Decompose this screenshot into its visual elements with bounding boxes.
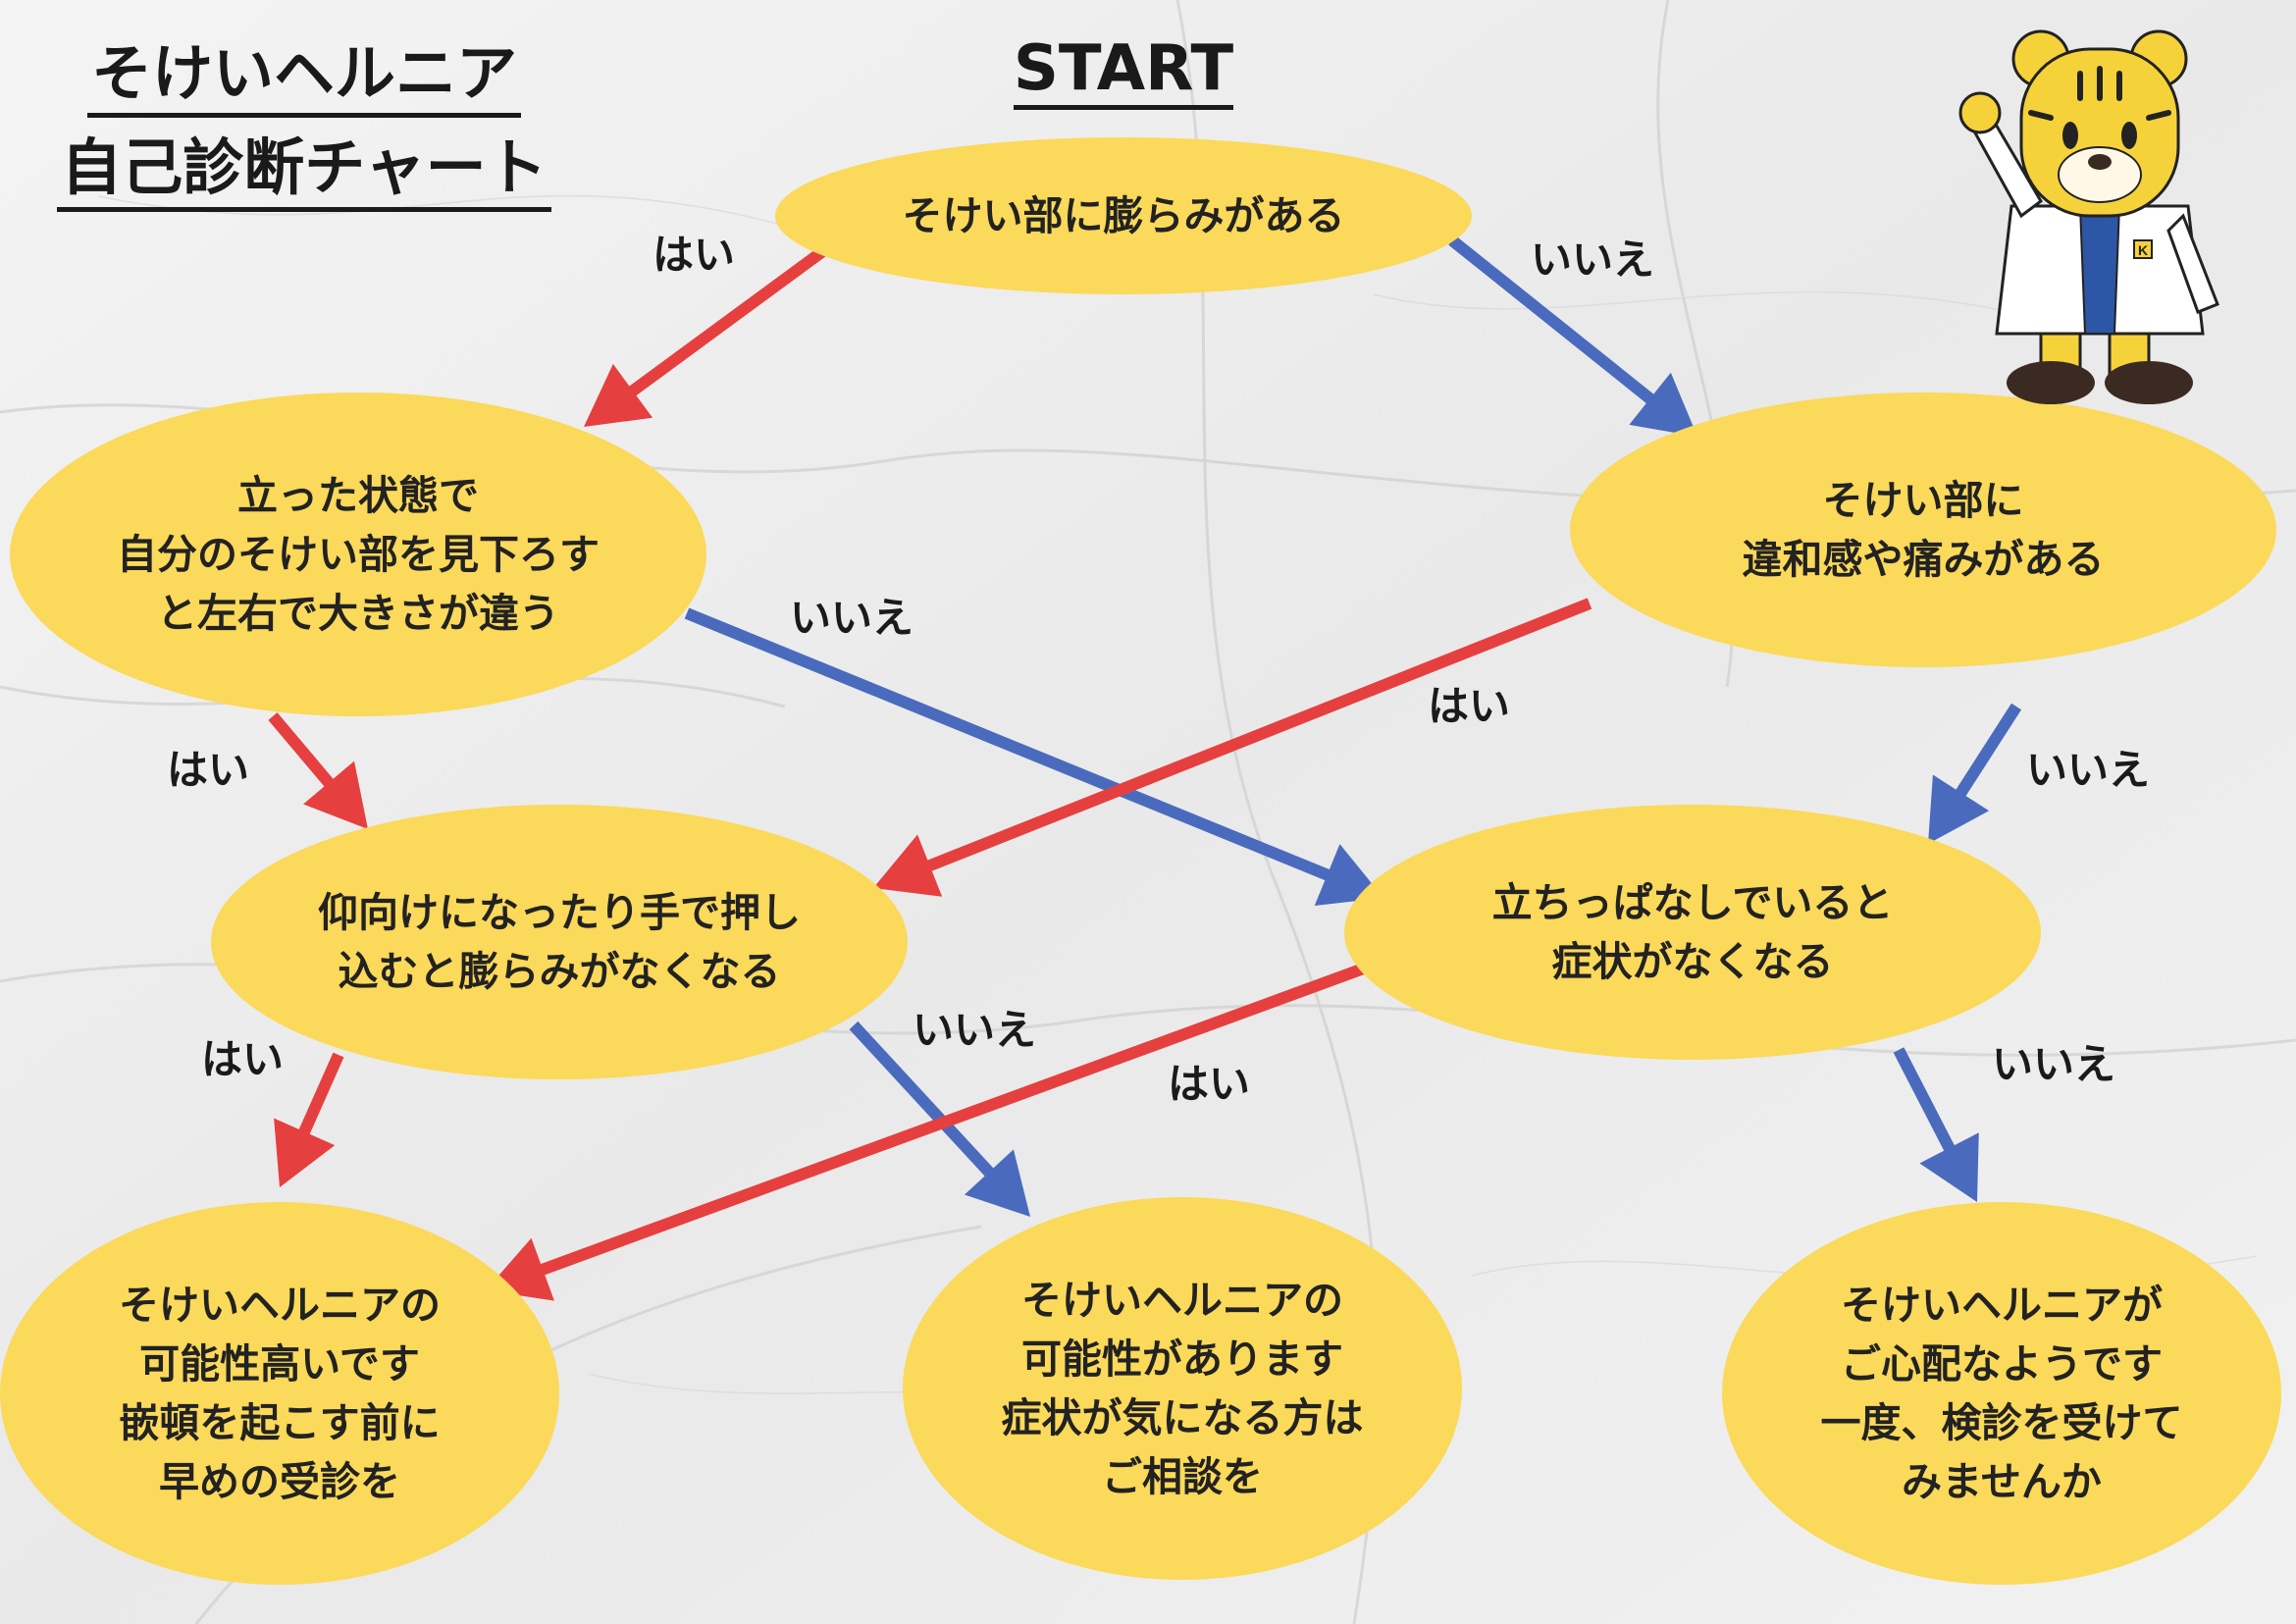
arrow-q3-no-shaft [1953, 703, 2022, 802]
question-bulge: そけい部に膨らみがある [775, 137, 1472, 294]
arrow-q2-yes-shaft [268, 712, 338, 792]
arrow-q5-yes-shaft [535, 961, 1372, 1278]
result-concerned: そけいヘルニアが ご心配なようです 一度、検診を受けて みませんか [1722, 1202, 2281, 1585]
arrow-q1-no-head [1629, 372, 1697, 437]
question-symptoms-disappear: 立ちっぱなしでいると 症状がなくなる [1344, 805, 2041, 1060]
question-bulge-disappears: 仰向けになったり手で押し 込むと膨らみがなくなる [211, 805, 908, 1079]
question-discomfort-pain: そけい部に 違和感や痛みがある [1570, 393, 2276, 667]
arrow-q2-no-shaft [684, 607, 1335, 883]
arrow-q5-no-head [1919, 1132, 1979, 1202]
edge-label-q3-no: いいえ [2026, 746, 2151, 794]
arrow-q2-yes-head [303, 760, 368, 829]
arrow-q1-yes-shaft [624, 245, 828, 399]
edge-label-q5-yes: はい [1168, 1060, 1251, 1108]
chart-title-line1: そけいヘルニア [86, 34, 521, 118]
chart-title: そけいヘルニア 自己診断チャート [29, 29, 579, 218]
arrow-q4-yes-head [274, 1118, 336, 1187]
arrow-q3-yes-shaft [921, 598, 1592, 873]
edge-label-q4-yes: はい [201, 1035, 285, 1083]
arrow-q1-yes-head [584, 363, 653, 427]
edge-label-q1-no: いいえ [1531, 236, 1655, 284]
arrow-q3-yes-head [873, 834, 943, 897]
arrow-q5-no [1893, 1047, 1979, 1202]
edge-label-q4-no: いいえ [913, 1006, 1037, 1054]
arrow-q4-no-shaft [849, 1021, 998, 1180]
result-high-likelihood: そけいヘルニアの 可能性高いです 嵌頓を起こす前に 早めの受診を [0, 1202, 559, 1585]
edge-label-q5-no: いいえ [1992, 1040, 2116, 1088]
chart-title-line2: 自己診断チャート [57, 129, 551, 212]
question-size-difference: 立った状態で 自分のそけい部を見下ろす と左右で大きさが違う [10, 393, 706, 716]
edge-label-q2-no: いいえ [790, 594, 914, 642]
edge-label-q1-yes: はい [652, 231, 736, 279]
arrow-q1-no-shaft [1448, 236, 1659, 407]
edge-label-q2-yes: はい [167, 746, 250, 794]
arrow-q4-no [849, 1021, 1030, 1217]
result-possible: そけいヘルニアの 可能性があります 症状が気になる方は ご相談を [903, 1197, 1462, 1580]
arrow-q4-yes-shaft [296, 1052, 344, 1140]
edge-label-q3-yes: はい [1428, 682, 1511, 730]
arrow-q4-yes [274, 1052, 344, 1187]
arrow-q3-no-head [1928, 774, 1990, 844]
arrow-q5-no-shaft [1893, 1047, 1957, 1156]
arrow-q2-yes [268, 712, 368, 829]
arrow-q1-yes [584, 245, 828, 427]
badge-letter: K [2138, 242, 2148, 258]
arrow-q3-no [1928, 703, 2022, 844]
arrow-q4-no-head [964, 1149, 1030, 1217]
arrow-q3-yes [873, 598, 1592, 897]
tiger-doctor-mascot: K [1958, 29, 2219, 404]
start-label: START [971, 29, 1276, 110]
arrow-q1-no [1448, 236, 1697, 437]
